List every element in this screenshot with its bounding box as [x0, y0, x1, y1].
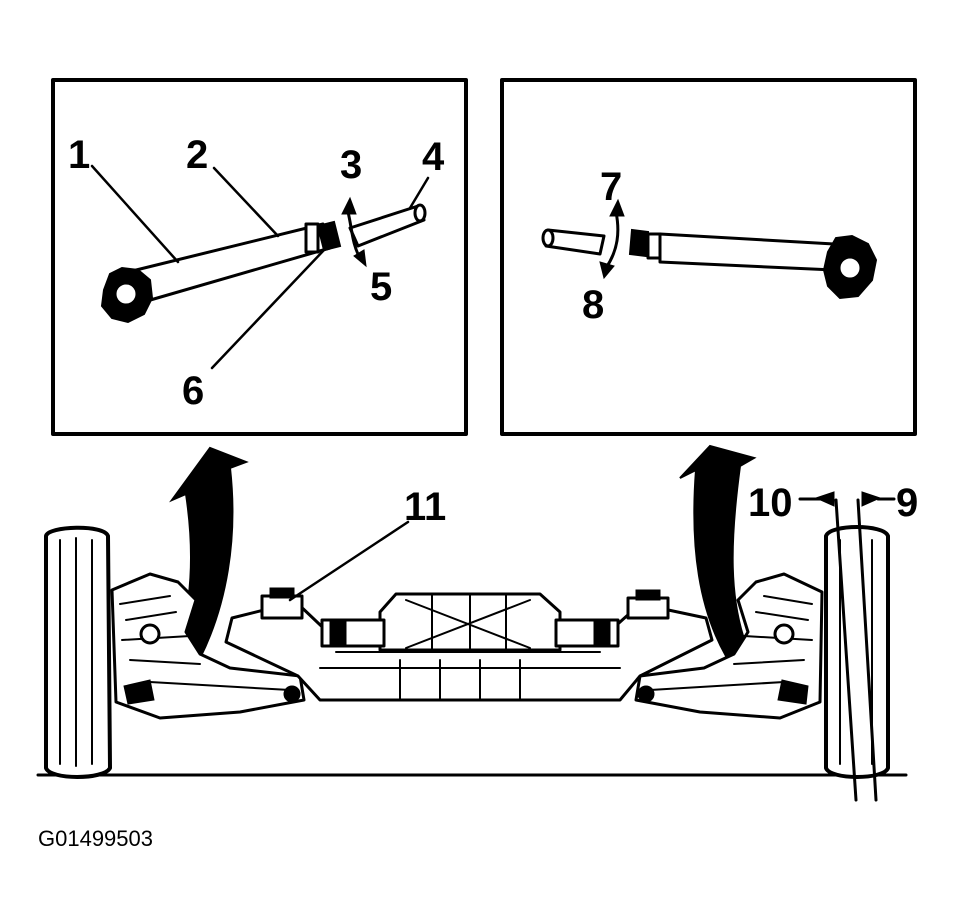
callout-5: 5 [370, 265, 392, 309]
callout-8: 8 [582, 283, 604, 327]
callout-11: 11 [404, 485, 446, 529]
callout-3: 3 [340, 143, 362, 187]
left-tire [44, 525, 112, 779]
callout-10: 10 [748, 481, 793, 525]
left-knuckle [110, 572, 306, 720]
left-control-arm [100, 196, 427, 324]
callout-1: 1 [68, 133, 90, 177]
right-knuckle [634, 572, 824, 720]
right-tire [824, 525, 890, 779]
callout-7: 7 [600, 165, 622, 209]
right-pointer-arrow [679, 444, 757, 658]
figure-id: G01499503 [38, 826, 153, 851]
right-control-arm [541, 198, 878, 300]
center-housing [320, 592, 620, 701]
rear-axle-assembly: 11 9 10 [36, 481, 918, 802]
left-inset-panel: 1 2 3 4 5 6 [51, 78, 468, 436]
callout-9: 9 [896, 481, 918, 525]
callout-6: 6 [182, 369, 204, 413]
callout-4: 4 [422, 135, 445, 179]
callout-2: 2 [186, 133, 208, 177]
right-inset-panel: 7 8 [500, 78, 917, 436]
